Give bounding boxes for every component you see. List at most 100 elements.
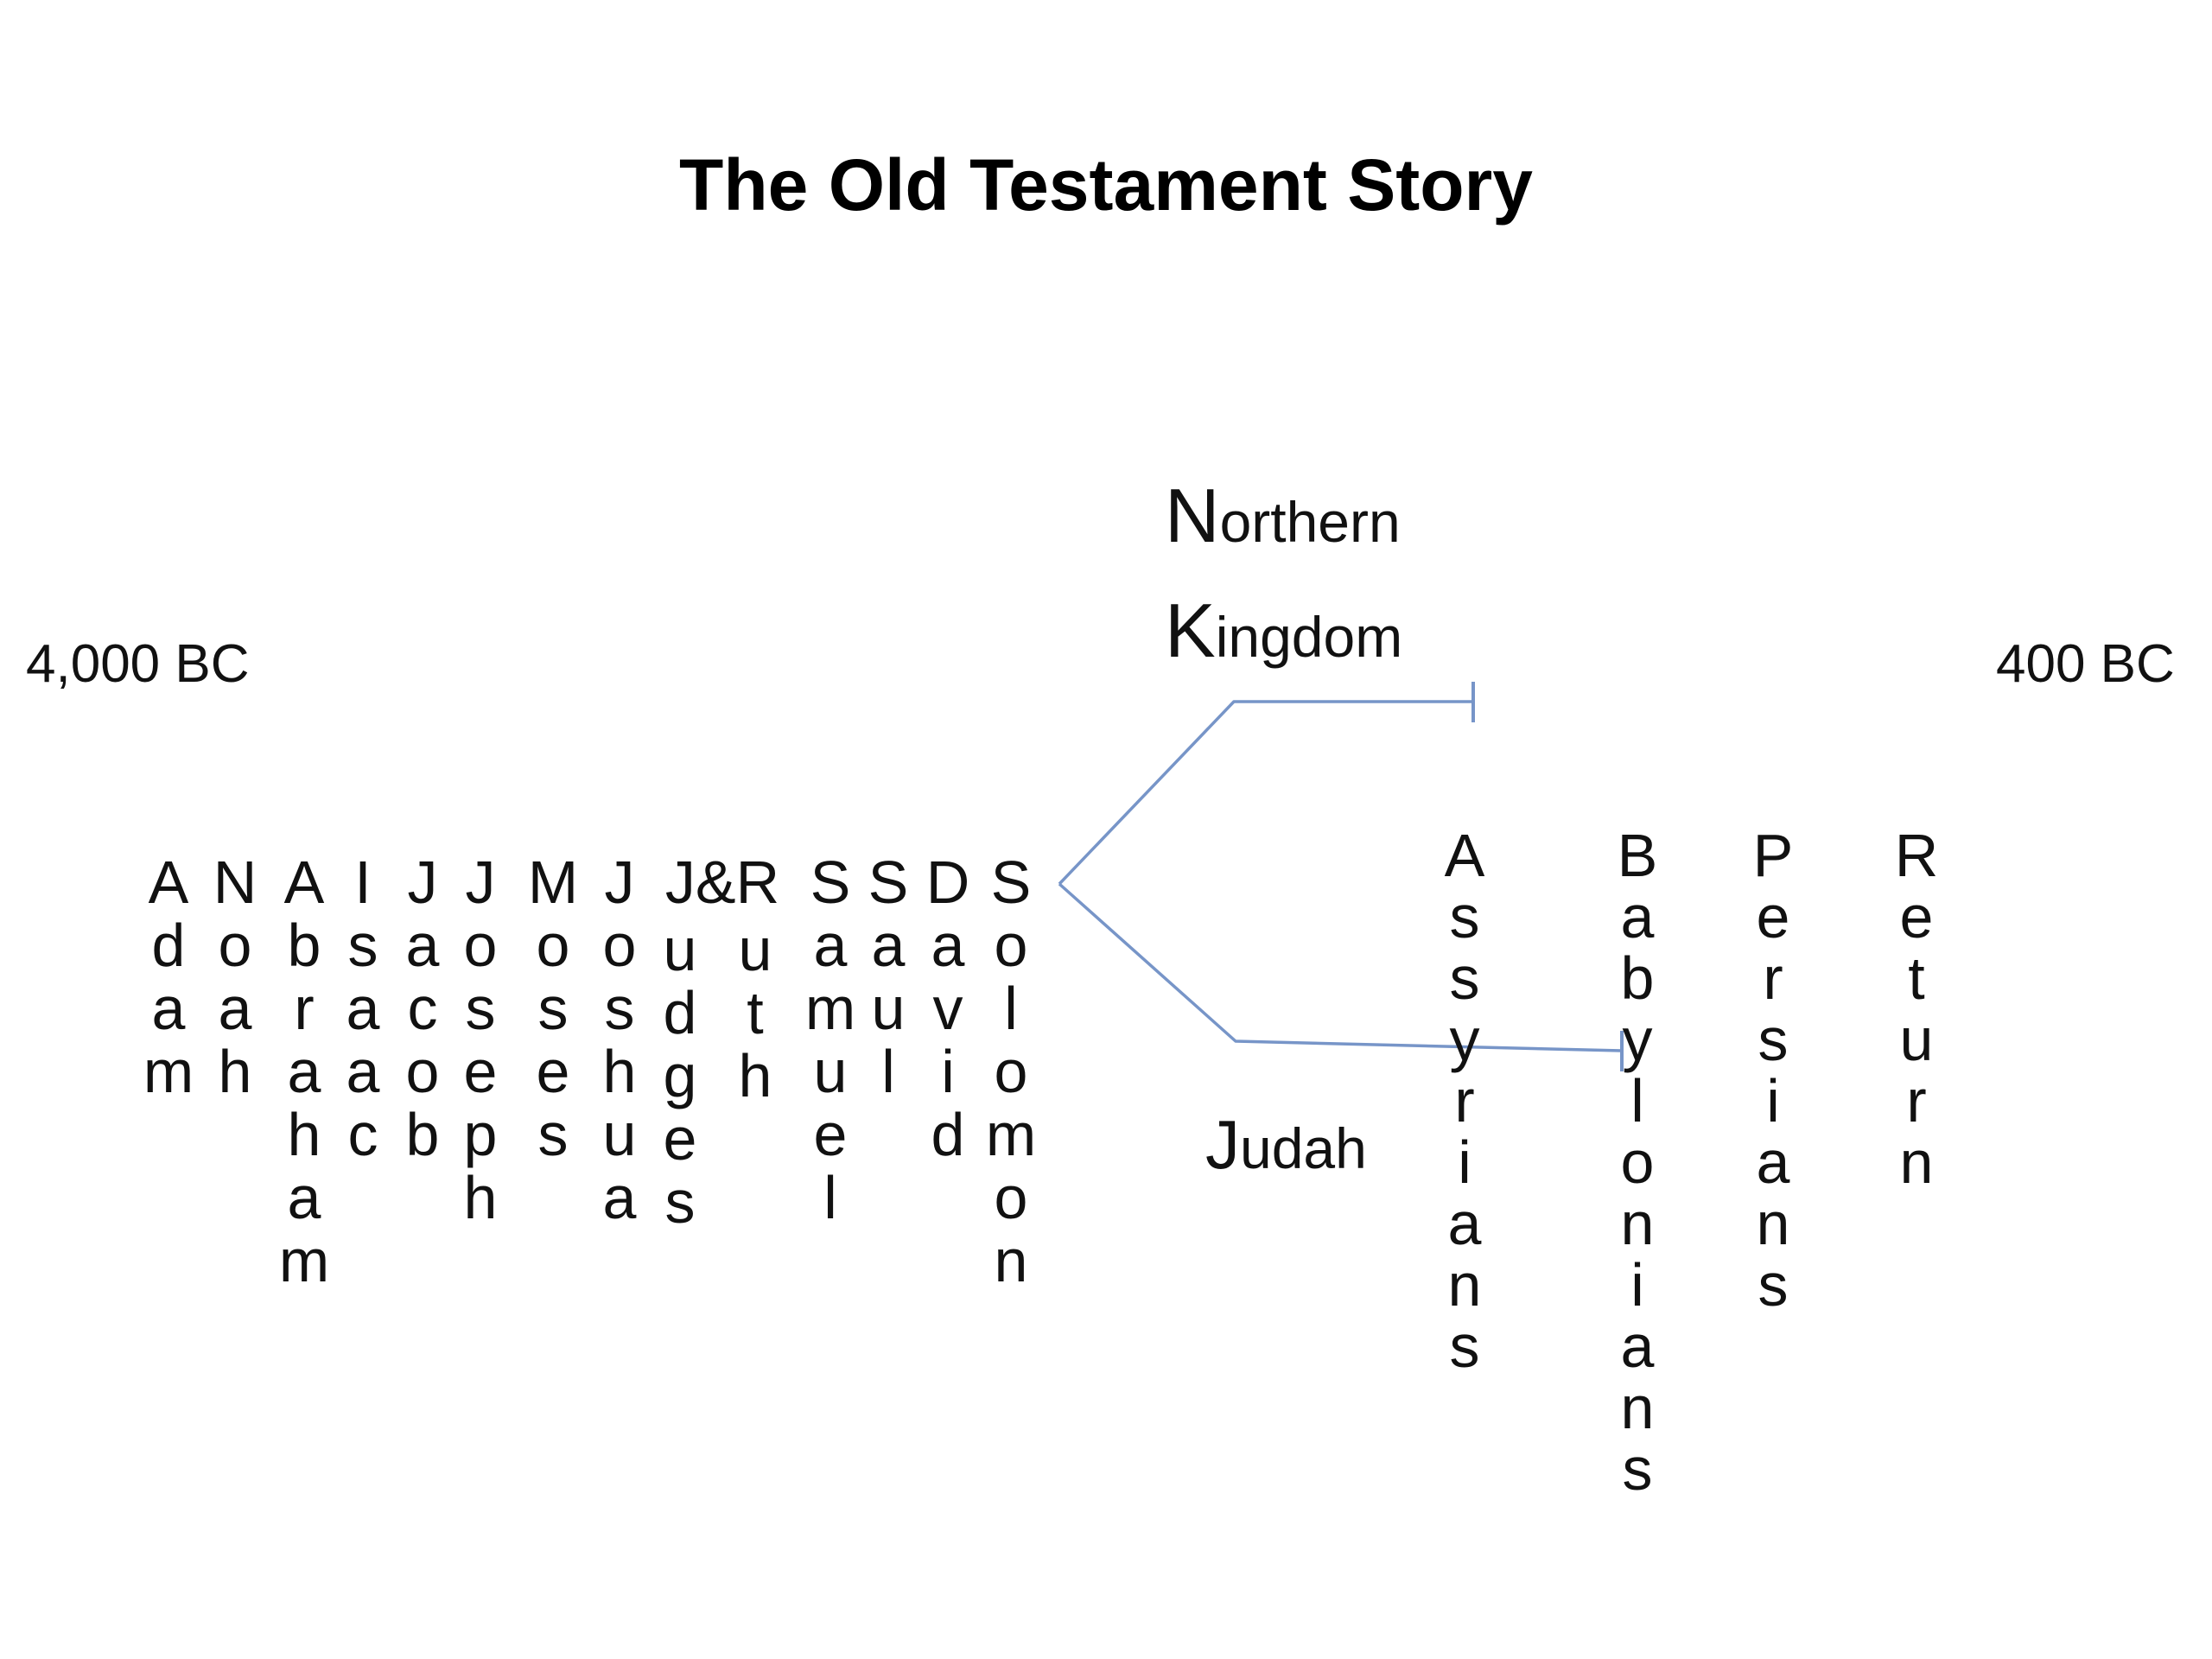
- column-letter: n: [994, 1227, 1028, 1294]
- judah-initial: J: [1205, 1106, 1240, 1183]
- column-letter: o: [994, 1038, 1028, 1105]
- northern-branch-line: [1058, 700, 1473, 886]
- column-letter: e: [1756, 883, 1790, 950]
- northern-kingdom-label: Northern Kingdom: [1165, 469, 1402, 699]
- column-initial: B: [1617, 822, 1658, 889]
- column-letter: o: [994, 912, 1028, 979]
- judah-label: Judah: [1205, 1109, 1367, 1201]
- column-letter: a: [1620, 1313, 1655, 1380]
- column-initial: P: [1752, 822, 1794, 889]
- column-letter: a: [931, 912, 965, 979]
- column-initial: R: [1894, 822, 1939, 889]
- column-letter: o: [405, 1038, 440, 1105]
- column-letter: s: [1449, 1313, 1480, 1380]
- column-letter: s: [664, 1168, 696, 1236]
- column-letter: u: [738, 916, 772, 983]
- column-letter: e: [536, 1038, 570, 1105]
- column-letter: a: [405, 912, 440, 979]
- column-letter: i: [941, 1038, 955, 1105]
- column-letter: n: [1620, 1190, 1655, 1257]
- column-letter: e: [463, 1038, 498, 1105]
- column-initial: M: [527, 849, 579, 916]
- column-letter: h: [218, 1038, 252, 1105]
- column-letter: s: [347, 912, 378, 979]
- column-letter: h: [463, 1164, 498, 1231]
- timeline-end-label: 400 BC: [1996, 634, 2175, 694]
- column-letter: u: [1899, 1006, 1934, 1073]
- column-letter: b: [287, 912, 321, 979]
- northern-initial: N: [1165, 473, 1220, 558]
- column-initial: S: [810, 849, 851, 916]
- column-letter: d: [931, 1101, 965, 1168]
- column-letter: o: [218, 912, 252, 979]
- column-letter: u: [663, 916, 697, 983]
- column-letter: r: [1763, 944, 1783, 1012]
- column-letter: a: [287, 1038, 321, 1105]
- column-letter: t: [747, 979, 764, 1046]
- column-letter: g: [663, 1042, 697, 1109]
- column-letter: l: [1004, 975, 1018, 1042]
- column-letter: m: [804, 975, 856, 1042]
- column-letter: s: [537, 1101, 569, 1168]
- column-letter: h: [602, 1038, 637, 1105]
- column-letter: a: [287, 1164, 321, 1231]
- column-letter: a: [151, 975, 186, 1042]
- northern-kingdom-line2: Kingdom: [1165, 584, 1402, 699]
- column-letter: r: [294, 975, 315, 1042]
- column-letter: t: [1908, 944, 1925, 1012]
- column-letter: i: [1458, 1128, 1471, 1196]
- column-letter: u: [602, 1101, 637, 1168]
- column-initial: I: [354, 849, 372, 916]
- column-initial: D: [925, 849, 970, 916]
- column-initial: S: [868, 849, 909, 916]
- column-letter: s: [465, 975, 496, 1042]
- column-letter: n: [1447, 1251, 1482, 1319]
- column-letter: v: [932, 975, 963, 1042]
- column-initial: J: [604, 849, 635, 916]
- column-initial: A: [283, 849, 325, 916]
- northern-rest: orthern: [1219, 490, 1401, 554]
- column-letter: m: [985, 1101, 1037, 1168]
- column-letter: b: [405, 1101, 440, 1168]
- column-letter: h: [287, 1101, 321, 1168]
- column-letter: l: [823, 1164, 837, 1231]
- column-letter: e: [1899, 883, 1934, 950]
- column-letter: i: [1766, 1067, 1780, 1135]
- column-letter: m: [278, 1227, 330, 1294]
- kingdom-rest: ingdom: [1215, 605, 1403, 669]
- timeline-column-judges-ruth: J&R: [665, 851, 779, 914]
- column-initial: N: [213, 849, 257, 916]
- column-letter: l: [881, 1038, 895, 1105]
- column-letter: l: [1630, 1067, 1644, 1135]
- column-letter: a: [346, 1038, 380, 1105]
- column-letter: d: [151, 912, 186, 979]
- column-letter: a: [1447, 1190, 1482, 1257]
- column-letter: n: [1620, 1374, 1655, 1441]
- column-letter: a: [346, 975, 380, 1042]
- column-letter: a: [602, 1164, 637, 1231]
- judah-rest: udah: [1240, 1116, 1367, 1180]
- column-letter: a: [218, 975, 252, 1042]
- column-letter: s: [1758, 1251, 1789, 1319]
- column-letter: s: [1449, 883, 1480, 950]
- column-initial: A: [1444, 822, 1485, 889]
- timeline-start-label: 4,000 BC: [26, 634, 250, 694]
- column-initial: J: [465, 849, 496, 916]
- page-title: The Old Testament Story: [679, 144, 1533, 226]
- column-letter: n: [1756, 1190, 1790, 1257]
- column-letter: s: [1449, 944, 1480, 1012]
